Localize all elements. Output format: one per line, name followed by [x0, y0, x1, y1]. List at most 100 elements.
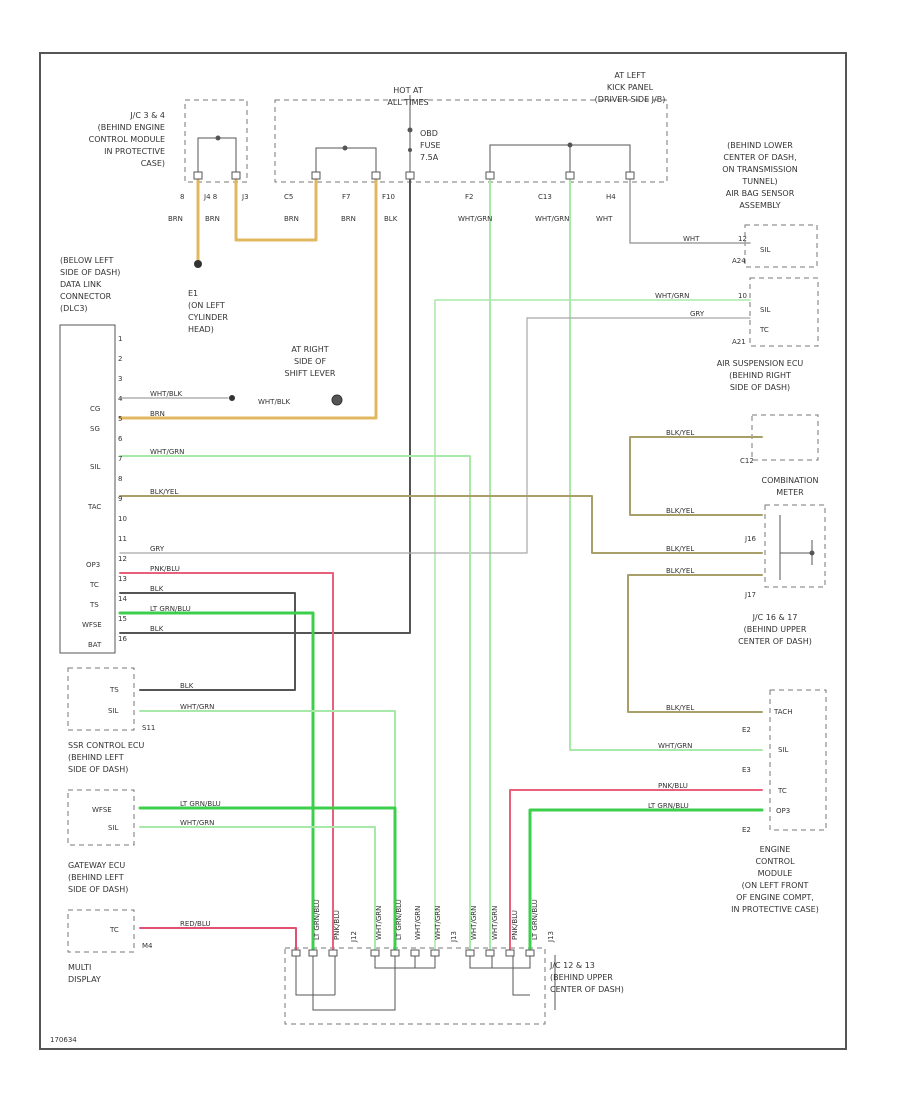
svg-text:LT GRN/BLU: LT GRN/BLU — [150, 605, 191, 613]
labels-jc-ecm: J/C 3 & 4 (BEHIND ENGINE CONTROL MODULE … — [89, 111, 165, 168]
terminals — [194, 260, 343, 406]
svg-text:TAC: TAC — [87, 503, 101, 511]
labels-airbag: (BEHIND LOWER CENTER OF DASH, ON TRANSMI… — [722, 141, 798, 210]
svg-text:PNK/BLU: PNK/BLU — [150, 565, 180, 573]
svg-text:13: 13 — [118, 575, 127, 583]
svg-text:J/C 16 & 17: J/C 16 & 17 — [752, 613, 798, 622]
svg-text:CENTER OF DASH): CENTER OF DASH) — [550, 985, 624, 994]
svg-text:12: 12 — [738, 235, 747, 243]
svg-text:(BEHIND RIGHT: (BEHIND RIGHT — [729, 371, 791, 380]
svg-text:J/C 12 & 13: J/C 12 & 13 — [549, 961, 595, 970]
svg-text:HOT AT: HOT AT — [393, 86, 423, 95]
svg-text:CONNECTOR: CONNECTOR — [60, 292, 112, 301]
svg-text:F2: F2 — [465, 193, 473, 201]
svg-text:GRY: GRY — [150, 545, 165, 553]
svg-text:AIR BAG SENSOR: AIR BAG SENSOR — [726, 189, 795, 198]
svg-text:E1: E1 — [188, 289, 198, 298]
labels-ssr-ecu: SSR CONTROL ECU (BEHIND LEFT SIDE OF DAS… — [68, 741, 145, 774]
svg-text:(BEHIND LEFT: (BEHIND LEFT — [68, 873, 124, 882]
svg-text:3: 3 — [118, 375, 122, 383]
svg-text:J13: J13 — [450, 931, 458, 943]
svg-text:15: 15 — [118, 615, 127, 623]
svg-text:F7: F7 — [342, 193, 350, 201]
labels-shift-lever: AT RIGHT SIDE OF SHIFT LEVER — [285, 345, 336, 378]
svg-text:BLK/YEL: BLK/YEL — [666, 429, 694, 437]
svg-text:E3: E3 — [742, 766, 751, 774]
svg-text:BLK/YEL: BLK/YEL — [666, 567, 694, 575]
svg-text:CENTER OF DASH,: CENTER OF DASH, — [723, 153, 796, 162]
svg-text:WHT/GRN: WHT/GRN — [434, 906, 442, 940]
svg-text:RED/BLU: RED/BLU — [180, 920, 211, 928]
labels-hot-at: HOT AT ALL TIMES — [387, 86, 428, 107]
jc-12-13-box — [284, 947, 546, 1025]
svg-text:BLK/YEL: BLK/YEL — [666, 507, 694, 515]
diagram-id: 170634 — [50, 1036, 77, 1044]
svg-text:BAT: BAT — [88, 641, 102, 649]
airbag-sensor-box — [744, 224, 818, 268]
svg-text:SIL: SIL — [760, 306, 771, 314]
ssr-control-ecu-box — [67, 667, 135, 731]
svg-text:14: 14 — [118, 595, 127, 603]
svg-text:OP3: OP3 — [776, 807, 790, 815]
svg-text:BRN: BRN — [341, 215, 356, 223]
svg-text:TUNNEL): TUNNEL) — [741, 177, 777, 186]
svg-text:(BEHIND UPPER: (BEHIND UPPER — [550, 973, 613, 982]
svg-text:SIL: SIL — [90, 463, 101, 471]
wires — [118, 178, 764, 952]
svg-text:WHT: WHT — [683, 235, 700, 243]
multi-display-box — [67, 909, 135, 953]
svg-text:7: 7 — [118, 455, 122, 463]
svg-text:TC: TC — [777, 787, 787, 795]
svg-text:7.5A: 7.5A — [420, 153, 439, 162]
labels-jc-16-17: J/C 16 & 17 (BEHIND UPPER CENTER OF DASH… — [738, 613, 812, 646]
svg-text:OBD: OBD — [420, 129, 438, 138]
svg-text:(BEHIND LEFT: (BEHIND LEFT — [68, 753, 124, 762]
wire-labels: WHT/BLK WHT/BLK BRN WHT/GRN BLK/YEL GRY … — [150, 235, 705, 928]
svg-text:CENTER OF DASH): CENTER OF DASH) — [738, 637, 812, 646]
internal-wiring — [197, 95, 815, 1011]
labels-multi-display: MULTI DISPLAY — [68, 963, 101, 984]
svg-text:WHT/GRN: WHT/GRN — [375, 906, 383, 940]
ecm-box — [769, 689, 827, 831]
svg-text:BLK: BLK — [180, 682, 194, 690]
svg-text:BLK/YEL: BLK/YEL — [666, 704, 694, 712]
svg-text:WFSE: WFSE — [92, 806, 112, 814]
top-wire-color-labels: BRN BRN BRN BRN BLK WHT/GRN WHT/GRN WHT — [168, 215, 613, 223]
svg-text:WHT/BLK: WHT/BLK — [258, 398, 291, 406]
svg-text:OP3: OP3 — [86, 561, 100, 569]
svg-text:TC: TC — [759, 326, 769, 334]
svg-text:GATEWAY ECU: GATEWAY ECU — [68, 861, 125, 870]
driver-side-jb-box — [274, 99, 668, 183]
svg-text:(DRIVER SIDE J/B): (DRIVER SIDE J/B) — [595, 95, 666, 104]
svg-text:J17: J17 — [744, 591, 756, 599]
svg-text:BLK/YEL: BLK/YEL — [666, 545, 694, 553]
svg-text:WHT/GRN: WHT/GRN — [491, 906, 499, 940]
svg-text:LT GRN/BLU: LT GRN/BLU — [648, 802, 689, 810]
svg-text:CONTROL MODULE: CONTROL MODULE — [89, 135, 165, 144]
svg-text:16: 16 — [118, 635, 127, 643]
svg-text:A24: A24 — [732, 257, 746, 265]
svg-text:WHT/GRN: WHT/GRN — [414, 906, 422, 940]
svg-text:BRN: BRN — [168, 215, 183, 223]
jc-12-13-terminals — [291, 949, 535, 957]
svg-text:1: 1 — [118, 335, 122, 343]
svg-text:WHT/GRN: WHT/GRN — [458, 215, 492, 223]
top-connector-terminals — [193, 171, 635, 180]
svg-text:COMBINATION: COMBINATION — [762, 476, 819, 485]
svg-text:BLK: BLK — [150, 625, 164, 633]
svg-text:LT GRN/BLU: LT GRN/BLU — [313, 899, 321, 940]
svg-text:CYLINDER: CYLINDER — [188, 313, 228, 322]
dlc-pin-numbers: 1 2 3 4 5 6 7 8 9 10 11 12 13 14 15 16 — [118, 335, 127, 643]
svg-text:C13: C13 — [538, 193, 552, 201]
svg-text:WHT/GRN: WHT/GRN — [470, 906, 478, 940]
svg-text:OF ENGINE COMPT,: OF ENGINE COMPT, — [736, 893, 814, 902]
svg-text:BRN: BRN — [284, 215, 299, 223]
labels-ecm: ENGINE CONTROL MODULE (ON LEFT FRONT OF … — [731, 845, 819, 914]
svg-text:AT RIGHT: AT RIGHT — [291, 345, 328, 354]
svg-text:DATA LINK: DATA LINK — [60, 280, 102, 289]
svg-text:KICK PANEL: KICK PANEL — [607, 83, 654, 92]
labels-jc-12-13: J/C 12 & 13 (BEHIND UPPER CENTER OF DASH… — [549, 961, 624, 994]
svg-text:LT GRN/BLU: LT GRN/BLU — [395, 899, 403, 940]
jc-vertical-wire-labels: LT GRN/BLU PNK/BLU WHT/GRN LT GRN/BLU WH… — [313, 899, 555, 943]
